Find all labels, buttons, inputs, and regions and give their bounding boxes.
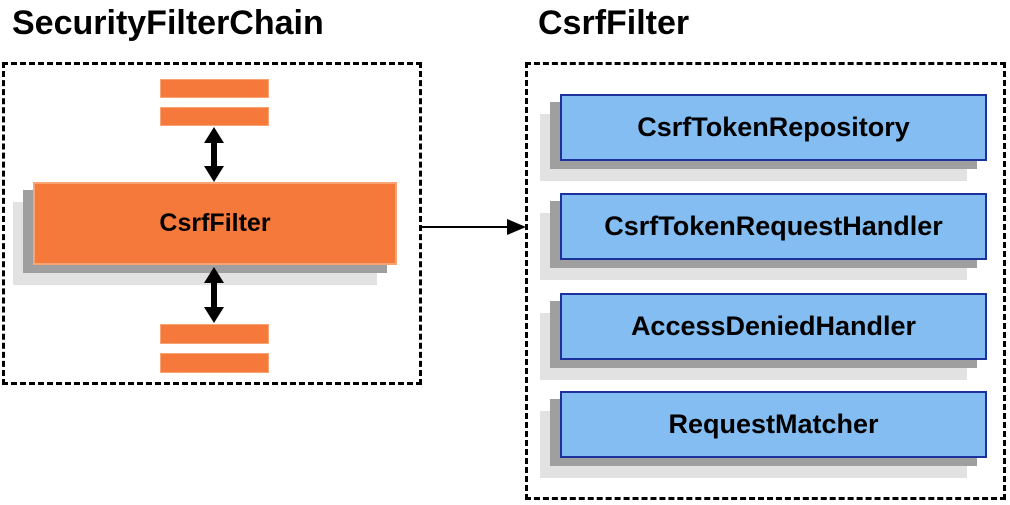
security-filter-chain-frame xyxy=(2,62,422,385)
filter-placeholder-bar xyxy=(160,353,269,373)
bidirectional-arrow-icon xyxy=(204,127,224,182)
csrf-filter-frame xyxy=(525,62,1006,500)
component-node-label: CsrfTokenRepository xyxy=(560,94,987,161)
component-node-label: AccessDeniedHandler xyxy=(560,293,987,360)
flow-arrow-icon xyxy=(422,219,526,235)
component-node-label: CsrfTokenRequestHandler xyxy=(560,193,987,260)
filter-placeholder-bar xyxy=(160,79,269,98)
security-filter-chain-title: SecurityFilterChain xyxy=(12,4,324,42)
csrf-filter-node: CsrfFilter xyxy=(13,182,397,285)
csrf-filter-node-label: CsrfFilter xyxy=(33,182,397,265)
component-node-csrf-token-repository: CsrfTokenRepository xyxy=(540,94,987,181)
component-node-request-matcher: RequestMatcher xyxy=(540,391,987,478)
csrf-filter-title: CsrfFilter xyxy=(538,4,690,42)
bidirectional-arrow-icon xyxy=(204,267,224,323)
filter-placeholder-bar xyxy=(160,324,269,344)
component-node-label: RequestMatcher xyxy=(560,391,987,458)
component-node-csrf-token-request-handler: CsrfTokenRequestHandler xyxy=(540,193,987,280)
component-node-access-denied-handler: AccessDeniedHandler xyxy=(540,293,987,380)
filter-placeholder-bar xyxy=(160,107,269,126)
